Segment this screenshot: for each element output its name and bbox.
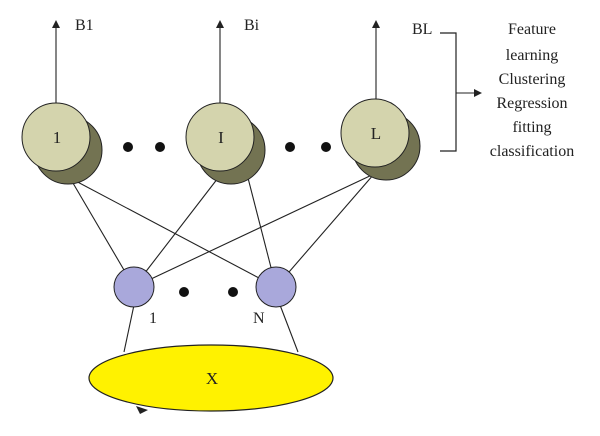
ellipsis-dot xyxy=(179,287,189,297)
task-list: Feature learning Clustering Regression f… xyxy=(490,21,574,160)
ellipsis-dot xyxy=(155,142,165,152)
ellipsis-dot xyxy=(123,142,133,152)
edge-input1-hiddenI xyxy=(133,177,219,288)
edge-input1-hidden1 xyxy=(69,177,135,288)
hidden-node-circle xyxy=(21,102,91,172)
input-ellipsis-dots xyxy=(179,287,238,297)
task-line: Feature xyxy=(508,21,556,38)
edge-ellipse-inputN xyxy=(279,304,299,353)
task-line: Clustering xyxy=(499,71,566,88)
ellipsis-dot xyxy=(228,287,238,297)
hidden-ellipsis-dots xyxy=(123,142,331,152)
hidden-node-circle xyxy=(185,102,255,172)
output-arrows xyxy=(52,20,380,113)
hidden-node-i: I xyxy=(185,102,266,185)
task-line: classification xyxy=(490,143,574,160)
input-set-ellipse xyxy=(88,344,334,412)
input-node-1 xyxy=(113,266,155,308)
connections xyxy=(69,173,375,353)
hidden-node-l: L xyxy=(340,98,421,181)
ellipse-tick-mark xyxy=(136,406,148,414)
edge-ellipse-input1 xyxy=(123,304,135,353)
output-label-bl: BL xyxy=(412,21,432,38)
output-label-b1: B1 xyxy=(75,17,94,34)
input-node-n xyxy=(255,266,297,308)
bracket xyxy=(440,32,457,152)
hidden-node-label: L xyxy=(371,124,381,143)
hidden-node-1: 1 xyxy=(21,102,103,185)
hidden-node-label: 1 xyxy=(53,128,62,147)
ellipsis-dot xyxy=(285,142,295,152)
output-label-bi: Bi xyxy=(244,17,260,34)
task-line: fitting xyxy=(512,119,551,136)
ellipsis-dot xyxy=(321,142,331,152)
input-set-label: X xyxy=(206,369,218,388)
hidden-node-circle xyxy=(340,98,410,168)
edge-inputN-hidden1 xyxy=(69,177,277,288)
input-node-label-1: 1 xyxy=(149,310,157,327)
input-node-label-n: N xyxy=(253,310,265,327)
task-line: Regression xyxy=(496,95,567,112)
edge-inputN-hiddenL xyxy=(275,173,375,288)
edge-input1-hiddenL xyxy=(133,173,375,288)
hidden-node-label: I xyxy=(218,128,224,147)
task-line: learning xyxy=(506,47,558,64)
